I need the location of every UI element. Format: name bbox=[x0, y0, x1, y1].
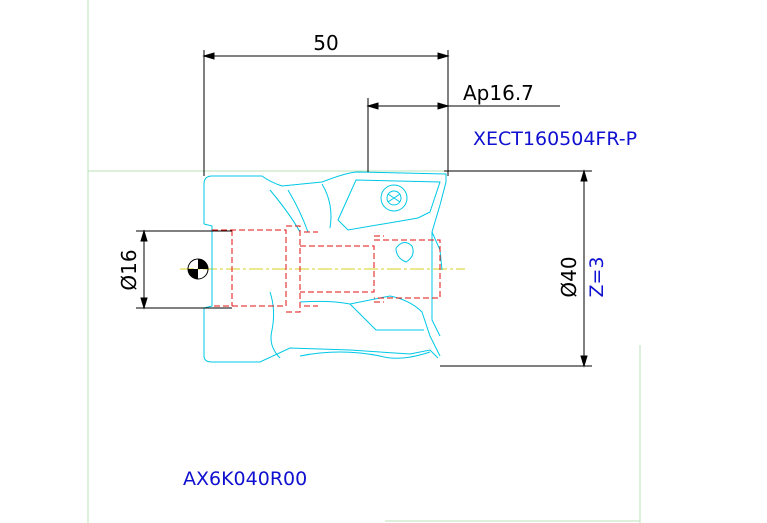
dim-diameter-label: Ø40 bbox=[557, 256, 581, 297]
teeth-count-label: Z=3 bbox=[586, 256, 608, 297]
hidden-bore bbox=[212, 225, 441, 313]
center-mark bbox=[187, 258, 209, 280]
dim-shank-label: Ø16 bbox=[117, 249, 141, 290]
dim-length-label: 50 bbox=[313, 31, 338, 55]
insert-code-label: XECT160504FR-P bbox=[473, 128, 637, 150]
tool-body-outline bbox=[203, 171, 447, 363]
part-number-label: AX6K040R00 bbox=[183, 468, 307, 490]
dim-ap-label: Ap16.7 bbox=[463, 81, 534, 105]
dimension-lines bbox=[136, 50, 592, 368]
